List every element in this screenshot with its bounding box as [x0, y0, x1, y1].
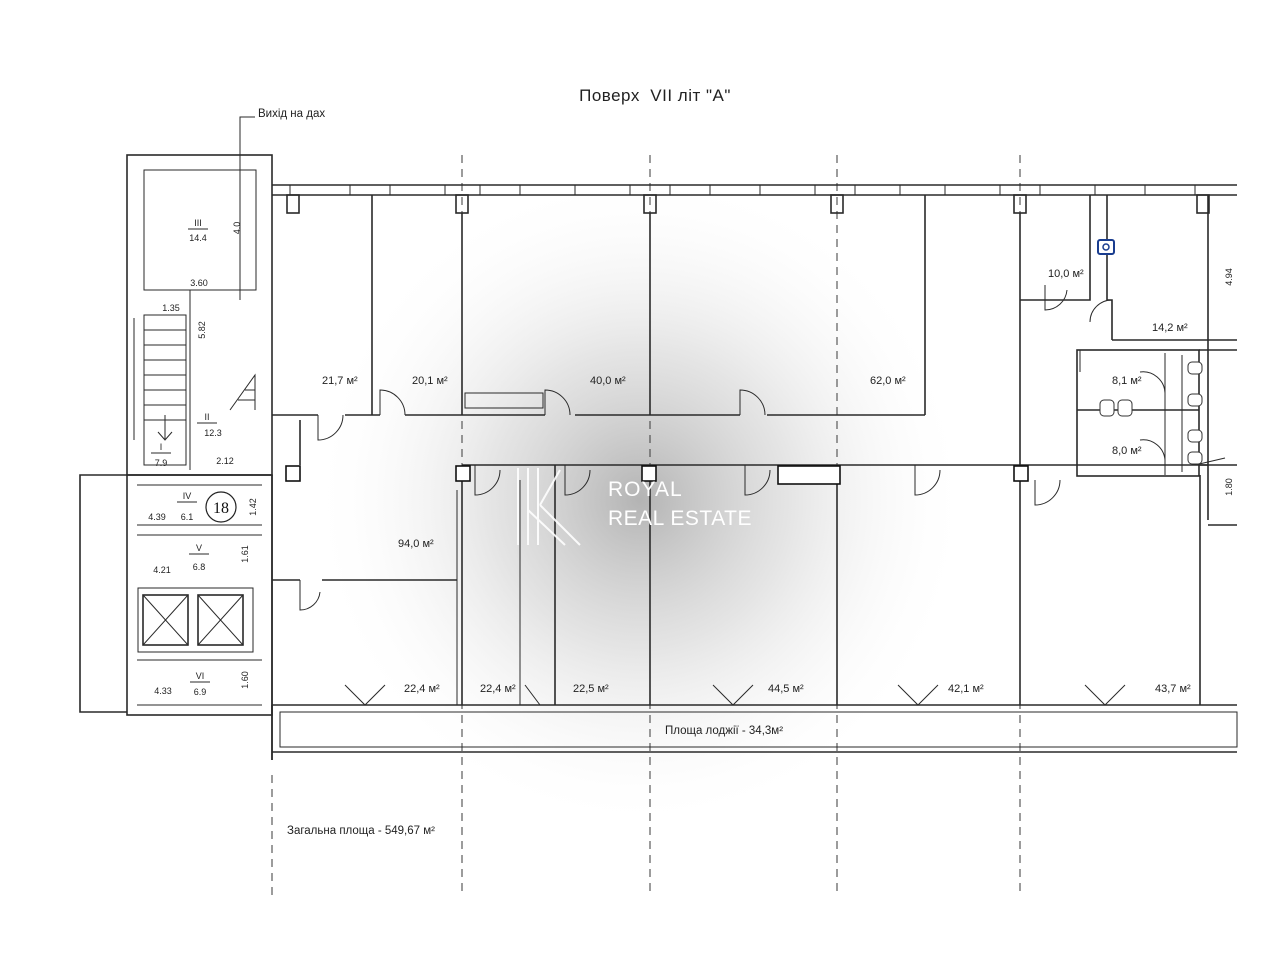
washbasin-icon [1099, 399, 1115, 417]
room-area-40-0: 40,0 м² [590, 375, 626, 387]
room-area-44-5: 44,5 м² [768, 683, 804, 695]
elevator-shafts [137, 587, 254, 653]
stair-number: 18 [213, 500, 229, 517]
room-VI-area: 6.9 [194, 687, 207, 697]
room-area-22-4a: 22,4 м² [404, 683, 440, 695]
total-area-label: Загальна площа - 549,67 м² [287, 825, 435, 837]
room-VI-height: 1.60 [240, 671, 250, 689]
pillars [285, 465, 1029, 485]
room-V-area: 6.8 [193, 562, 206, 572]
room-VI-id: VI [196, 671, 205, 681]
core-walls [79, 154, 273, 760]
room-IV-id: IV [183, 491, 192, 501]
loggia-area-label: Площа лоджії - 34,3м² [665, 725, 783, 737]
room-III-id: III [194, 218, 202, 228]
room-area-22-5: 22,5 м² [573, 683, 609, 695]
room-IV-width: 4.39 [148, 512, 166, 522]
room-area-62-0: 62,0 м² [870, 375, 906, 387]
room-area-43-7: 43,7 м² [1155, 683, 1191, 695]
watermark-line2: REAL ESTATE [608, 507, 752, 530]
room-labels: 21,7 м² 20,1 м² 40,0 м² 62,0 м² 10,0 м² … [322, 268, 1191, 695]
core-labels: III 14.4 4.0 3.60 1.35 5.82 II 12.3 I 7.… [148, 218, 258, 697]
room-IV-area: 6.1 [181, 512, 194, 522]
room-I-id: I [160, 442, 163, 452]
room-VI-width: 4.33 [154, 686, 172, 696]
room-IV-height: 1.42 [248, 498, 258, 516]
doors [299, 285, 1226, 706]
room-III-area: 14.4 [189, 233, 207, 243]
room-area-20-1: 20,1 м² [412, 375, 448, 387]
room-area-21-7: 21,7 м² [322, 375, 358, 387]
dim-right-mid: 1.80 [1224, 478, 1234, 496]
watermark-shade [310, 170, 970, 830]
dim-right-top: 4.94 [1224, 268, 1234, 286]
room-III-width: 3.60 [190, 278, 208, 288]
sink-icon [1097, 239, 1115, 255]
toilet-icon [1187, 429, 1203, 443]
room-V-id: V [196, 543, 202, 553]
room-I-area: 7.9 [155, 458, 168, 468]
room-area-42-1: 42,1 м² [948, 683, 984, 695]
toilet-icon [1187, 451, 1203, 465]
plan-title: Поверх VII літ "А" [579, 86, 731, 105]
room-I-width: 2.12 [216, 456, 234, 466]
room-area-10-0: 10,0 м² [1048, 268, 1084, 280]
sanitary-fixtures [1097, 239, 1203, 465]
room-area-8-1: 8,1 м² [1112, 375, 1142, 387]
toilet-icon [1187, 361, 1203, 375]
watermark-logo-icon [517, 468, 581, 546]
roof-exit-label: Вихід на дах [258, 108, 325, 120]
roof-exit-marker: Вихід на дах [239, 108, 325, 300]
stair-flight [133, 314, 256, 466]
room-II-height: 5.82 [197, 321, 207, 339]
room-II-area: 12.3 [204, 428, 222, 438]
room-area-8-0: 8,0 м² [1112, 445, 1142, 457]
room-V-width: 4.21 [153, 565, 171, 575]
room-area-94-0: 94,0 м² [398, 538, 434, 550]
watermark-line1: ROYAL [608, 478, 683, 501]
exterior-walls [271, 184, 1238, 760]
partitions [272, 195, 1237, 705]
washbasin-icon [1117, 399, 1133, 417]
room-V-height: 1.61 [240, 545, 250, 563]
watermark: ROYAL REAL ESTATE [517, 468, 752, 546]
stair-number-marker: 18 [205, 491, 237, 523]
room-II-id: II [204, 412, 209, 422]
toilet-icon [1187, 393, 1203, 407]
room-area-14-2: 14,2 м² [1152, 322, 1188, 334]
room-III-height: 4.0 [232, 222, 242, 235]
room-II-top: 1.35 [162, 303, 180, 313]
room-area-22-4b: 22,4 м² [480, 683, 516, 695]
